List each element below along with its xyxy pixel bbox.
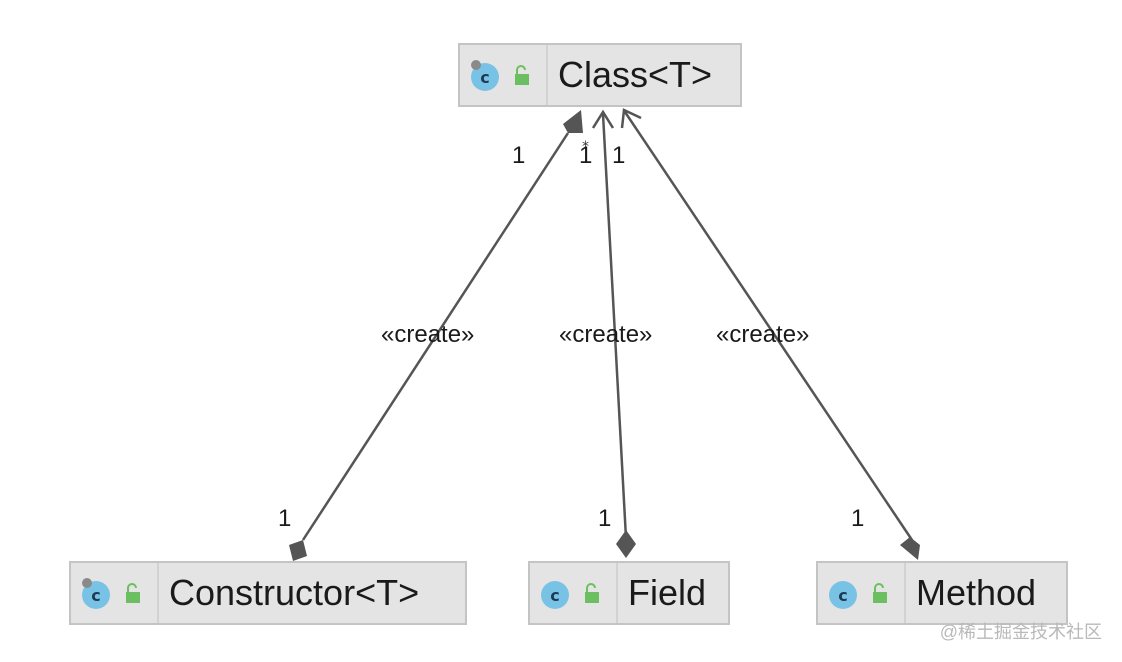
- diamond-bottom-constructor: [289, 540, 307, 561]
- edge-method-class: [620, 108, 920, 560]
- class-c-icon: c: [471, 60, 499, 91]
- mult-method-top: 1: [612, 142, 626, 169]
- svg-text:c: c: [91, 586, 100, 605]
- mult-constructor-bottom: 1: [278, 505, 292, 532]
- node-class-icons: c: [460, 45, 548, 105]
- field-cursor-mark: *: [582, 139, 589, 155]
- public-lock-icon: [585, 583, 599, 603]
- svg-text:c: c: [550, 586, 559, 605]
- arrowhead-field: [591, 109, 615, 129]
- node-constructor-label: Constructor<T>: [169, 572, 420, 613]
- diamond-bottom-method: [900, 537, 920, 560]
- mult-constructor-top: 1: [512, 142, 526, 169]
- node-method[interactable]: c Method: [816, 561, 1068, 625]
- mult-field-bottom: 1: [598, 505, 612, 532]
- class-c-icon: c: [82, 578, 110, 609]
- watermark: @稀土掘金技术社区: [939, 622, 1102, 642]
- diamond-bottom-field: [616, 530, 636, 558]
- svg-text:c: c: [838, 586, 847, 605]
- class-c-icon: c: [541, 581, 569, 609]
- stereotype-constructor: «create»: [381, 321, 475, 348]
- node-constructor[interactable]: c Constructor<T>: [69, 561, 467, 625]
- diamond-top-constructor: [563, 110, 583, 133]
- svg-text:c: c: [480, 68, 489, 87]
- arrowhead-method: [620, 108, 642, 129]
- node-method-icons: c: [818, 563, 906, 623]
- node-class-label: Class<T>: [558, 54, 713, 95]
- class-c-icon: c: [829, 581, 857, 609]
- node-field-icons: c: [530, 563, 618, 623]
- public-lock-icon: [126, 583, 140, 603]
- mult-method-bottom: 1: [851, 505, 865, 532]
- node-method-label: Method: [916, 572, 1037, 613]
- mult-field-top: 1: [579, 142, 593, 169]
- stereotype-method: «create»: [716, 321, 810, 348]
- stereotype-field: «create»: [559, 321, 653, 348]
- node-field[interactable]: c Field: [528, 561, 730, 625]
- edge-field-class: [591, 109, 636, 558]
- node-class[interactable]: c Class<T>: [458, 43, 742, 107]
- public-lock-icon: [515, 65, 529, 85]
- public-lock-icon: [873, 583, 887, 603]
- node-constructor-icons: c: [71, 563, 159, 623]
- edge-constructor-class: [289, 110, 583, 561]
- node-field-label: Field: [628, 572, 707, 613]
